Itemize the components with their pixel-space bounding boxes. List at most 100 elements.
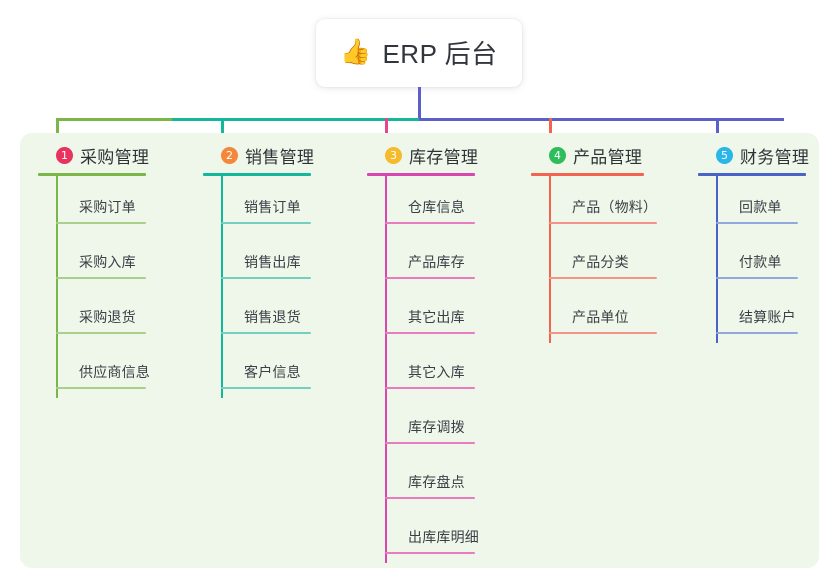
branch-number-badge: 2	[221, 146, 238, 164]
leaf-rule	[549, 222, 657, 224]
leaf-item[interactable]: 回款单	[716, 178, 798, 224]
leaf-label: 付款单	[739, 254, 782, 270]
leaf-item[interactable]: 产品库存	[385, 233, 475, 279]
leaf-label: 其它入库	[408, 364, 465, 380]
leaf-rule	[56, 277, 146, 279]
branch-spine	[56, 176, 58, 398]
leaf-item[interactable]: 库存盘点	[385, 453, 475, 499]
leaf-label: 其它出库	[408, 309, 465, 325]
thumbs-up-icon: 👍	[340, 37, 372, 66]
leaf-item[interactable]: 出库库明细	[385, 508, 479, 554]
leaf-item[interactable]: 销售出库	[221, 233, 311, 279]
leaf-item[interactable]: 产品单位	[549, 288, 657, 334]
leaf-item[interactable]: 客户信息	[221, 343, 311, 389]
leaf-rule	[385, 222, 475, 224]
trunk-segment	[419, 118, 784, 121]
branch-number-badge: 3	[385, 146, 402, 164]
leaf-rule	[385, 332, 475, 334]
leaf-item[interactable]: 结算账户	[716, 288, 798, 334]
leaf-rule	[716, 332, 798, 334]
leaf-item[interactable]: 销售退货	[221, 288, 311, 334]
branch-header-rule	[203, 173, 311, 176]
leaf-item[interactable]: 产品分类	[549, 233, 657, 279]
leaf-item[interactable]: 库存调拨	[385, 398, 475, 444]
leaf-rule	[56, 332, 146, 334]
leaf-label: 销售退货	[244, 309, 301, 325]
leaf-label: 出库库明细	[408, 529, 479, 545]
branch-spine	[385, 176, 387, 563]
root-title: ERP 后台	[382, 38, 498, 69]
leaf-item[interactable]: 付款单	[716, 233, 798, 279]
branch-title: 财务管理	[740, 147, 810, 167]
leaf-label: 产品库存	[408, 254, 465, 270]
branch-number-badge: 1	[56, 146, 73, 164]
leaf-label: 仓库信息	[408, 199, 465, 215]
branch-header-3[interactable]: 3 库存管理	[367, 142, 479, 168]
leaf-item[interactable]: 采购订单	[56, 178, 146, 224]
column-drop-connector	[56, 118, 59, 144]
leaf-rule	[385, 277, 475, 279]
leaf-rule	[549, 277, 657, 279]
leaf-rule	[716, 277, 798, 279]
branch-column-1: 1 采购管理采购订单采购入库采购退货供应商信息	[38, 142, 150, 398]
leaf-rule	[221, 387, 311, 389]
leaf-item[interactable]: 供应商信息	[56, 343, 150, 389]
leaf-rule	[221, 222, 311, 224]
leaf-label: 供应商信息	[79, 364, 150, 380]
leaf-rule	[221, 277, 311, 279]
root-stem-connector	[418, 87, 421, 121]
leaf-rule	[716, 222, 798, 224]
branch-number-badge: 4	[549, 146, 566, 164]
leaf-label: 产品分类	[572, 254, 629, 270]
branch-column-3: 3 库存管理仓库信息产品库存其它出库其它入库库存调拨库存盘点出库库明细	[367, 142, 479, 563]
branch-header-1[interactable]: 1 采购管理	[38, 142, 150, 168]
leaf-label: 产品（物料）	[572, 199, 658, 215]
leaf-label: 销售订单	[244, 199, 301, 215]
trunk-segment	[172, 118, 419, 121]
branch-header-rule	[698, 173, 806, 176]
leaf-item[interactable]: 采购退货	[56, 288, 146, 334]
leaf-label: 产品单位	[572, 309, 629, 325]
leaf-item[interactable]: 仓库信息	[385, 178, 475, 224]
root-node[interactable]: 👍 ERP 后台	[316, 19, 522, 87]
branch-header-2[interactable]: 2 销售管理	[203, 142, 315, 168]
leaf-label: 库存盘点	[408, 474, 465, 490]
leaf-rule	[385, 387, 475, 389]
leaf-rule	[385, 552, 475, 554]
branch-header-rule	[531, 173, 644, 176]
branch-title: 产品管理	[573, 147, 643, 167]
leaf-label: 库存调拨	[408, 419, 465, 435]
branch-title: 采购管理	[80, 147, 150, 167]
column-drop-connector	[221, 118, 224, 144]
leaf-item[interactable]: 其它出库	[385, 288, 475, 334]
leaf-item[interactable]: 其它入库	[385, 343, 475, 389]
branch-panel	[20, 133, 819, 568]
leaf-label: 结算账户	[739, 309, 796, 325]
branch-header-5[interactable]: 5 财务管理	[698, 142, 810, 168]
root-node-content: 👍 ERP 后台	[340, 34, 497, 71]
leaf-label: 回款单	[739, 199, 782, 215]
leaf-rule	[385, 442, 475, 444]
leaf-label: 采购退货	[79, 309, 136, 325]
leaf-rule	[56, 387, 146, 389]
column-drop-connector	[716, 118, 719, 144]
branch-column-4: 4 产品管理产品（物料） 产品分类产品单位	[531, 142, 657, 343]
leaf-rule	[549, 332, 657, 334]
branch-title: 销售管理	[245, 147, 315, 167]
leaf-item[interactable]: 销售订单	[221, 178, 311, 224]
leaf-rule	[385, 497, 475, 499]
column-drop-connector	[385, 118, 388, 144]
branch-column-2: 2 销售管理销售订单销售出库销售退货客户信息	[203, 142, 315, 398]
branch-header-rule	[38, 173, 146, 176]
leaf-item[interactable]: 采购入库	[56, 233, 146, 279]
leaf-label: 采购入库	[79, 254, 136, 270]
branch-number-badge: 5	[716, 146, 733, 164]
leaf-rule	[221, 332, 311, 334]
branch-column-5: 5 财务管理回款单付款单结算账户	[698, 142, 810, 343]
branch-header-rule	[367, 173, 475, 176]
leaf-item[interactable]: 产品（物料）	[549, 178, 657, 224]
leaf-label: 销售出库	[244, 254, 301, 270]
branch-header-4[interactable]: 4 产品管理	[531, 142, 644, 168]
branch-title: 库存管理	[409, 147, 479, 167]
